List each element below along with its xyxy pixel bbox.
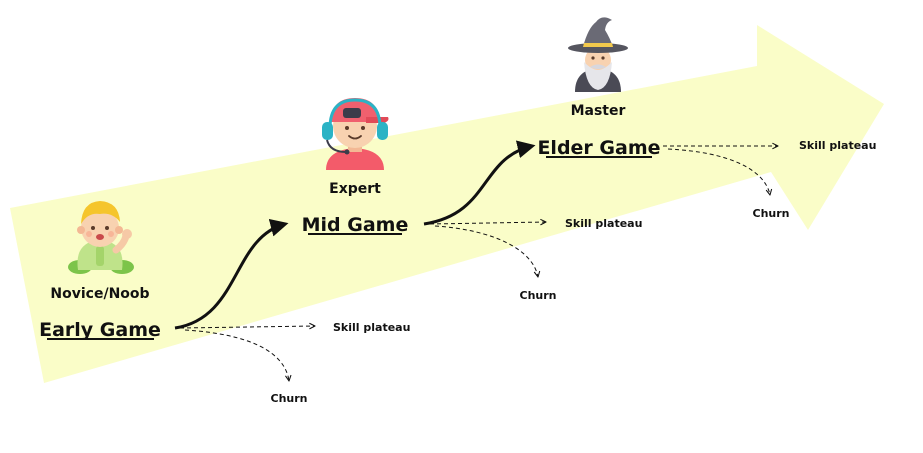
churn-label-elder: Churn bbox=[753, 207, 790, 220]
plateau-arrow-early bbox=[179, 326, 315, 328]
skill-plateau-label-early: Skill plateau bbox=[333, 321, 410, 334]
role-label-novice: Novice/Noob bbox=[50, 286, 149, 302]
gamer-headset-avatar-icon bbox=[322, 98, 389, 170]
progress-arrow-mid-to-elder bbox=[423, 140, 536, 226]
churn-label-mid: Churn bbox=[520, 289, 557, 302]
baby-avatar-icon bbox=[68, 201, 134, 274]
skill-plateau-label-elder: Skill plateau bbox=[799, 139, 876, 152]
plateau-arrow-mid bbox=[429, 222, 546, 224]
stage-label-early-game: Early Game bbox=[39, 319, 161, 341]
skill-plateau-label-mid: Skill plateau bbox=[565, 217, 642, 230]
churn-arrow-early bbox=[184, 329, 289, 381]
churn-label-early: Churn bbox=[271, 392, 308, 405]
progress-arrow-early-to-mid bbox=[174, 218, 289, 330]
wizard-avatar-icon bbox=[568, 17, 628, 92]
stage-label-elder-game: Elder Game bbox=[537, 137, 660, 159]
role-label-expert: Expert bbox=[329, 181, 381, 197]
churn-arrow-mid bbox=[434, 225, 538, 277]
stage-label-mid-game: Mid Game bbox=[302, 214, 409, 236]
progression-arrow bbox=[10, 25, 884, 383]
role-label-master: Master bbox=[571, 103, 626, 119]
